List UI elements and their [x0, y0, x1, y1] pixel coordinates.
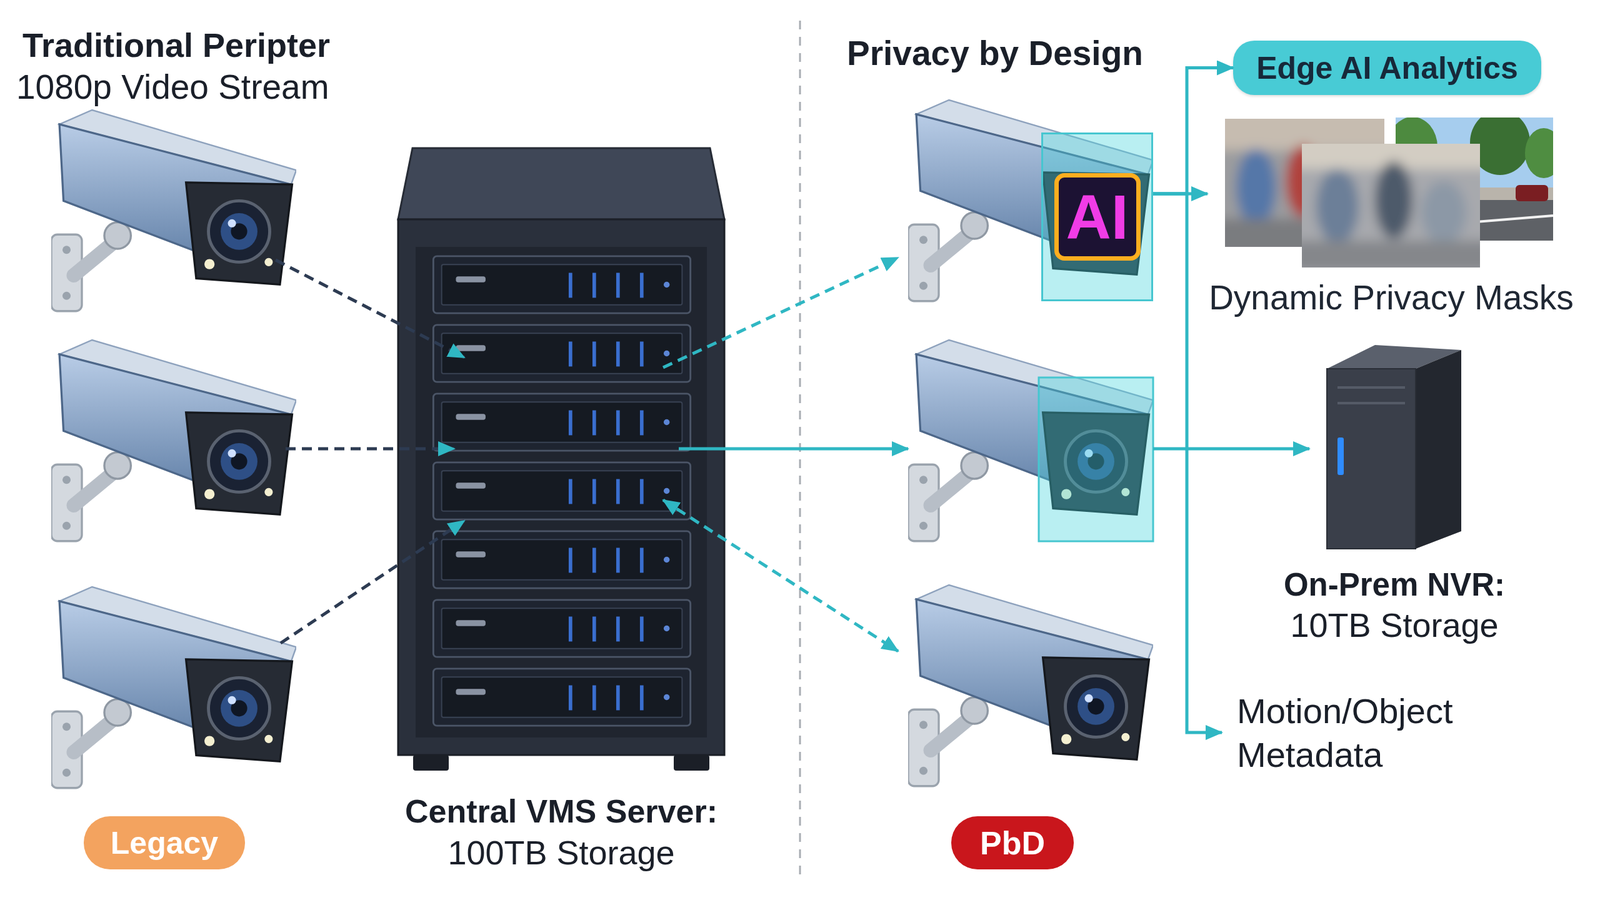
image-blob	[1421, 181, 1467, 244]
server-rack	[398, 148, 725, 771]
flow-connector	[1153, 68, 1234, 195]
tower-front	[1326, 368, 1416, 549]
tower-side	[1415, 350, 1462, 549]
server-unit	[433, 531, 690, 589]
flow-connector	[1153, 192, 1208, 196]
stream-arrow	[285, 447, 455, 451]
nvr-tower	[1326, 345, 1462, 549]
node-text: Edge AI Analytics	[1256, 49, 1519, 87]
migration-arrow	[663, 500, 899, 652]
migration-arrow	[678, 447, 909, 451]
node-text: 10TB Storage	[1290, 605, 1499, 645]
node-text: 100TB Storage	[447, 831, 675, 874]
legacy-camera	[51, 340, 297, 542]
bus-line	[1153, 447, 1187, 451]
server-unit	[433, 462, 690, 520]
stream-arrows	[275, 257, 1222, 733]
rack-foot	[673, 755, 710, 771]
image-blob	[1236, 148, 1277, 227]
node-text: On-Prem NVR:	[1283, 565, 1505, 605]
migration-arrow	[663, 257, 899, 368]
power-led	[1337, 437, 1344, 475]
node-text: PbD	[980, 824, 1045, 862]
image-blob	[1316, 168, 1359, 244]
drive-bay	[1337, 401, 1405, 405]
image-blob	[1375, 161, 1413, 239]
server-unit	[433, 600, 690, 657]
rack-top	[398, 148, 725, 220]
pbd-camera	[908, 340, 1154, 542]
server-node: Central VMS Server:100TB Storage	[398, 148, 725, 874]
ai-badge-panel: AI	[1041, 132, 1154, 302]
image-blob	[1301, 240, 1480, 268]
server-unit	[433, 393, 690, 451]
drive-bay	[1337, 386, 1405, 389]
legacy-camera	[51, 586, 297, 789]
rack-recess	[415, 246, 707, 738]
section-heading: Privacy by Design	[846, 32, 1222, 74]
flow-connector	[1153, 193, 1310, 449]
nvr-node: On-Prem NVR:10TB Storage	[1309, 345, 1480, 645]
legacy-camera	[51, 110, 297, 312]
node-text: Legacy	[110, 824, 219, 862]
server-unit	[433, 325, 690, 382]
tree	[1525, 128, 1554, 179]
rack-body	[398, 219, 725, 755]
stream-arrow	[280, 520, 465, 644]
analytics-pill: Edge AI Analytics	[1233, 40, 1542, 95]
section-subheading: 1080p Video Stream	[16, 66, 454, 108]
pbd-pill: PbD	[951, 816, 1074, 870]
stream-arrow	[275, 260, 465, 358]
metadata-arrow	[1186, 448, 1222, 733]
server-unit	[433, 256, 690, 314]
privacy-filter-panel	[1038, 377, 1154, 542]
rack-foot	[413, 755, 449, 771]
masked-image	[1301, 143, 1480, 268]
pbd-camera	[908, 100, 1154, 302]
output-label: Motion/Object Metadata	[1236, 689, 1487, 777]
section-heading: Traditional Peripter	[22, 24, 460, 66]
image-base	[1301, 143, 1480, 268]
node-text: Central VMS Server:	[405, 790, 718, 832]
car	[1515, 185, 1549, 202]
node-text: AI	[1054, 173, 1141, 261]
pbd-camera	[908, 585, 1154, 787]
legacy-pill: Legacy	[83, 816, 245, 870]
privacy-mask-node: Dynamic Privacy Masks	[1207, 117, 1575, 318]
node-text: Dynamic Privacy Masks	[1208, 277, 1574, 318]
server-unit	[433, 668, 690, 726]
